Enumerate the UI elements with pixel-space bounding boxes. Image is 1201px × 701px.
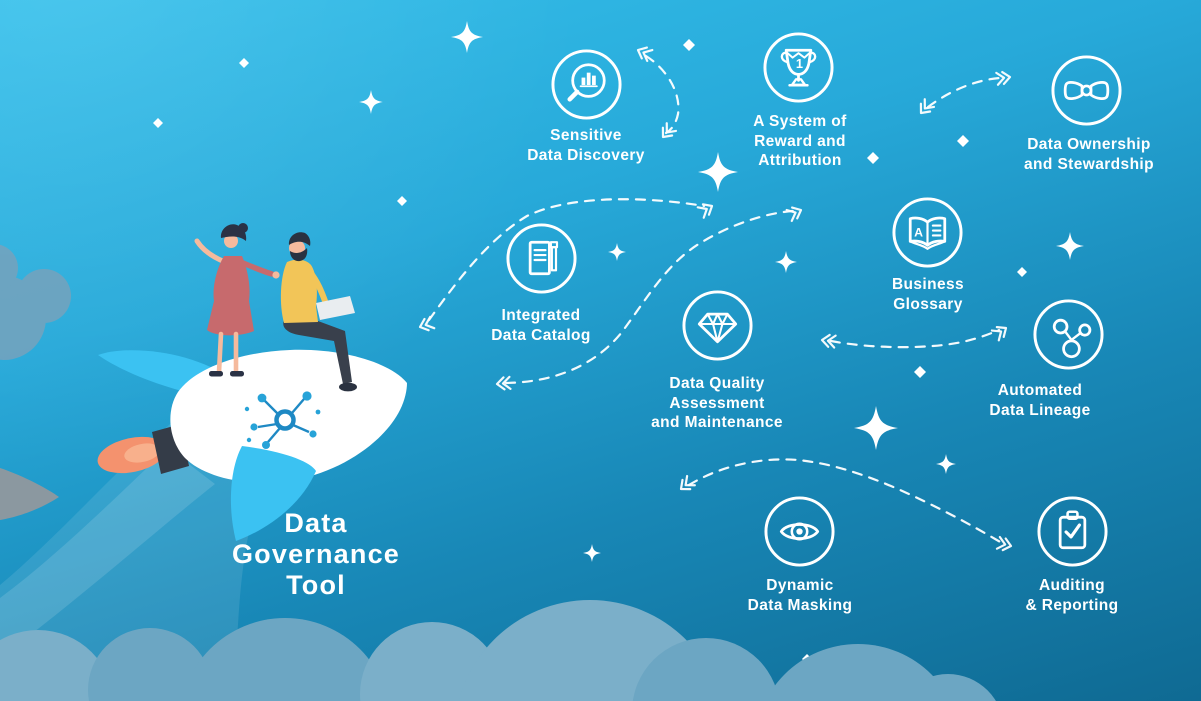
- rocket-bottom-fin: [230, 446, 316, 541]
- trophy-icon: 1: [763, 32, 834, 103]
- diamond-icon: [682, 290, 753, 361]
- magnifier-chart-icon: [551, 49, 622, 120]
- man-figure: [280, 232, 357, 392]
- feature-reward-attribution: A System of Reward and Attribution: [753, 113, 847, 169]
- trophy-number: 1: [796, 56, 803, 71]
- document-pen-icon: [506, 223, 577, 294]
- rocket-flame-core: [124, 443, 160, 463]
- rocket-trail: [0, 420, 275, 700]
- rocket-illustration: [97, 223, 407, 541]
- dashed-connectors: [418, 46, 1013, 552]
- feature-automated-data-lineage: Automated Data Lineage: [989, 382, 1091, 419]
- feature-data-quality: Data Quality Assessment and Maintenance: [651, 375, 783, 431]
- network-nodes-icon: [1033, 299, 1104, 370]
- page-title-line-2: Governance: [231, 539, 401, 569]
- left-cloud: [0, 244, 71, 360]
- open-book-icon: A: [892, 197, 963, 268]
- rocket-logo: [244, 391, 321, 449]
- bottom-clouds: [0, 600, 996, 701]
- woman-figure: [194, 223, 280, 377]
- feature-business-glossary: Business Glossary: [891, 276, 965, 313]
- bowtie-icon: [1051, 55, 1122, 126]
- feature-auditing-reporting: Auditing & Reporting: [1025, 577, 1119, 614]
- gray-cloud-wedge: [0, 468, 59, 520]
- page-title-line-1: Data: [284, 508, 348, 538]
- feature-data-ownership: Data Ownership and Stewardship: [1023, 136, 1155, 173]
- clipboard-check-icon: [1037, 496, 1108, 567]
- eye-icon: [764, 496, 835, 567]
- glossary-letter: A: [914, 225, 923, 239]
- sparkle-stars: [153, 21, 1084, 664]
- page-title-line-3: Tool: [286, 570, 346, 600]
- feature-dynamic-data-masking: Dynamic Data Masking: [747, 577, 853, 614]
- feature-sensitive-data-discovery: Sensitive Data Discovery: [527, 127, 645, 164]
- page-title: Data Governance Tool: [186, 508, 446, 601]
- feature-integrated-data-catalog: Integrated Data Catalog: [491, 307, 591, 344]
